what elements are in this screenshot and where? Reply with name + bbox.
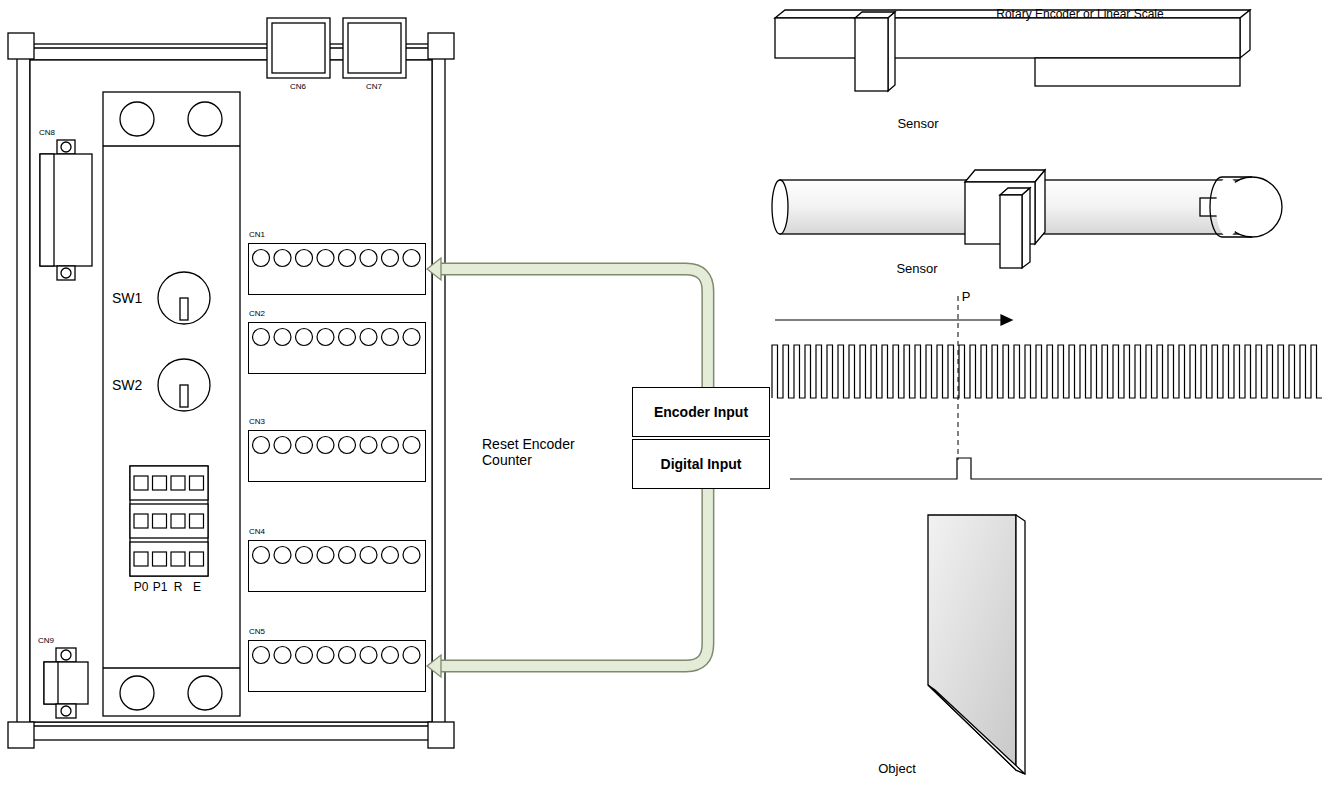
connector-label: CN4 <box>249 527 265 536</box>
connector-label: CN1 <box>249 230 265 239</box>
terminal-connector: CN1 <box>248 243 426 295</box>
digital-input-signal <box>790 458 1322 479</box>
dip-label: P1 <box>153 581 168 595</box>
dip-label: E <box>193 581 201 595</box>
terminal-connector: CN3 <box>248 430 426 482</box>
box-text: Digital Input <box>661 456 742 472</box>
terminal-pins <box>249 325 424 349</box>
dip-label: P0 <box>134 581 149 595</box>
rotary-encoder <box>772 170 1282 268</box>
connector-label: CN6 <box>290 82 306 91</box>
motion-arrow <box>775 315 1012 325</box>
process-box: Digital Input <box>632 439 770 489</box>
signal-arrow <box>427 258 708 387</box>
switch-label: SW1 <box>112 290 142 306</box>
terminal-pins <box>249 246 424 270</box>
part-label: Sensor <box>897 117 938 132</box>
terminal-connector: CN5 <box>248 640 426 692</box>
title-label: Rotary Encoder or Linear Scale <box>996 8 1163 22</box>
terminal-connector: CN2 <box>248 322 426 374</box>
process-box: Encoder Input <box>632 387 770 437</box>
part-label: Object <box>878 762 916 777</box>
part-label: Sensor <box>896 262 937 277</box>
object-plate <box>928 515 1025 774</box>
connector-label: CN5 <box>249 627 265 636</box>
terminal-pins <box>249 643 424 667</box>
signal-arrow <box>427 489 708 677</box>
controller-board <box>8 18 454 748</box>
encoder-pulse-train <box>772 345 1322 398</box>
dip-label: R <box>174 581 183 595</box>
switch-label: SW2 <box>112 377 142 393</box>
note-label: Reset Encoder Counter <box>482 436 594 468</box>
terminal-connector: CN4 <box>248 540 426 592</box>
terminal-pins <box>249 433 424 457</box>
marker-line <box>958 296 959 460</box>
box-text: Encoder Input <box>654 404 748 420</box>
linear-scale <box>775 10 1250 91</box>
connector-label: CN8 <box>39 128 55 137</box>
connector-label: CN7 <box>366 82 382 91</box>
connector-label: CN3 <box>249 417 265 426</box>
connector-label: CN9 <box>38 636 54 645</box>
connector-label: CN2 <box>249 309 265 318</box>
signal-label: P <box>962 290 971 305</box>
terminal-pins <box>249 543 424 567</box>
